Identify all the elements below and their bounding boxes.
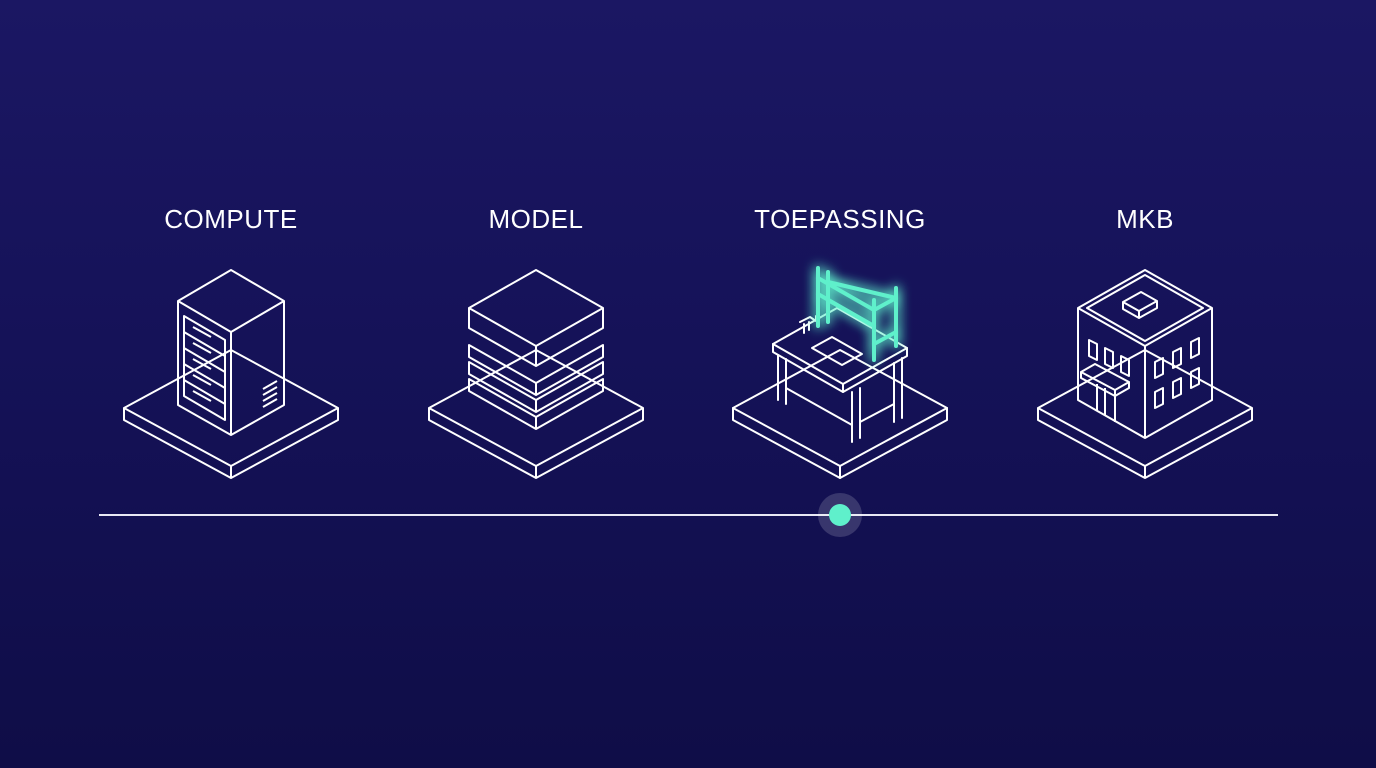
stage-label-compute: COMPUTE	[164, 204, 298, 234]
timeline-line	[99, 514, 1278, 516]
workbench-icon	[720, 250, 960, 490]
timeline-progress-marker[interactable]	[818, 493, 862, 537]
timeline-marker-dot	[829, 504, 851, 526]
stage-label-toepassing: TOEPASSING	[754, 204, 926, 234]
server-rack-icon	[111, 250, 351, 490]
office-building-icon	[1025, 250, 1265, 490]
layer-stack-icon	[416, 250, 656, 490]
stage-label-model: MODEL	[488, 204, 584, 234]
stage-label-mkb: MKB	[1116, 204, 1174, 234]
